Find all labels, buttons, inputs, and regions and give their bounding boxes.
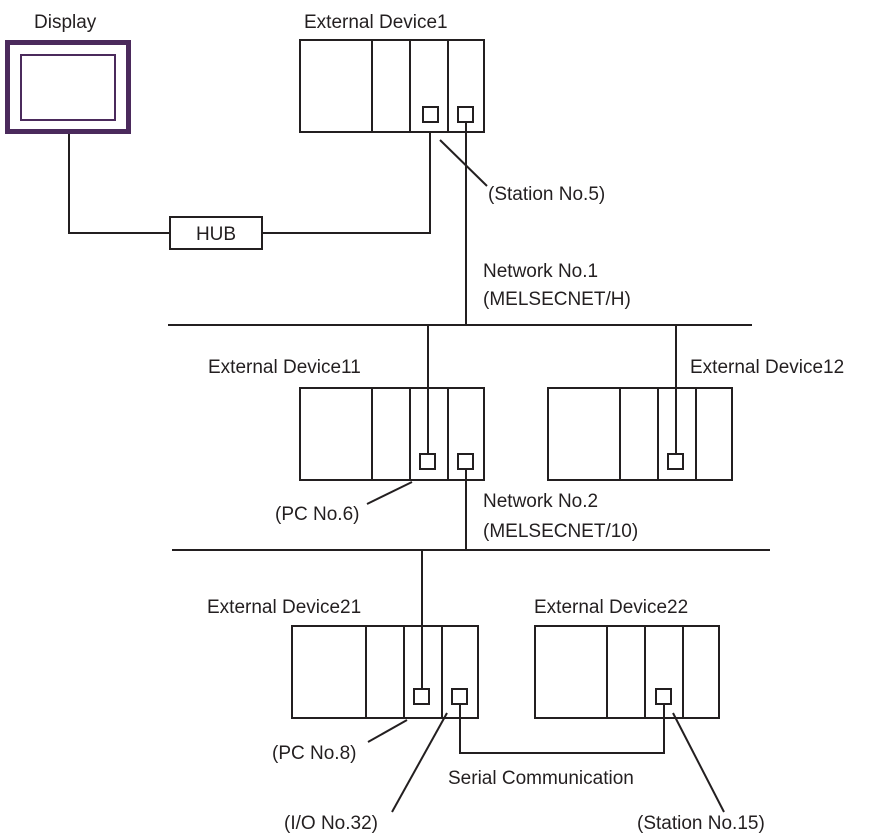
device1-network-port	[457, 106, 474, 123]
device1-station-label: (Station No.5)	[488, 184, 605, 205]
external-device1	[299, 39, 485, 133]
device1-station-pointer	[439, 139, 488, 187]
device12-network1-port	[667, 453, 684, 470]
hub-label: HUB	[196, 224, 236, 245]
display-ethernet-cable	[68, 134, 170, 234]
display-screen	[20, 54, 116, 121]
device21-label: External Device21	[207, 597, 361, 618]
device22-rack	[534, 625, 720, 719]
device22-station-label: (Station No.15)	[637, 813, 765, 834]
device11-pc-pointer	[366, 481, 413, 505]
device11-rack	[299, 387, 485, 481]
hub-to-device1-cable	[262, 114, 431, 234]
hub-box	[169, 216, 263, 250]
device21-pc-label: (PC No.8)	[272, 743, 356, 764]
device11-pc-label: (PC No.6)	[275, 504, 359, 525]
device22-serial-port	[655, 688, 672, 705]
device21-pc-pointer	[367, 719, 408, 743]
network2-label: Network No.2	[483, 491, 598, 512]
device12-label: External Device12	[690, 357, 844, 378]
device21-rack	[291, 625, 479, 719]
device11-label: External Device11	[208, 357, 361, 378]
device1-rack	[299, 39, 485, 133]
io-number-pointer	[391, 712, 448, 813]
network1-type-label: (MELSECNET/H)	[483, 289, 631, 310]
device11-network2-port	[457, 453, 474, 470]
device22-label: External Device22	[534, 597, 688, 618]
external-device12	[547, 387, 733, 481]
external-device11	[299, 387, 485, 481]
display-label: Display	[34, 12, 97, 33]
external-device21	[291, 625, 479, 719]
external-device22	[534, 625, 720, 719]
network2-type-label: (MELSECNET/10)	[483, 521, 638, 542]
serial-communication-label: Serial Communication	[448, 768, 634, 789]
io-number-label: (I/O No.32)	[284, 813, 378, 834]
device21-serial-port	[451, 688, 468, 705]
device21-network2-port	[413, 688, 430, 705]
device22-station-pointer	[672, 712, 725, 813]
network1-label: Network No.1	[483, 261, 598, 282]
device12-rack	[547, 387, 733, 481]
serial-communication-cable	[459, 704, 665, 754]
display-monitor	[5, 40, 131, 134]
device11-network1-port	[419, 453, 436, 470]
device1-label: External Device1	[304, 12, 448, 33]
device1-ethernet-port	[422, 106, 439, 123]
